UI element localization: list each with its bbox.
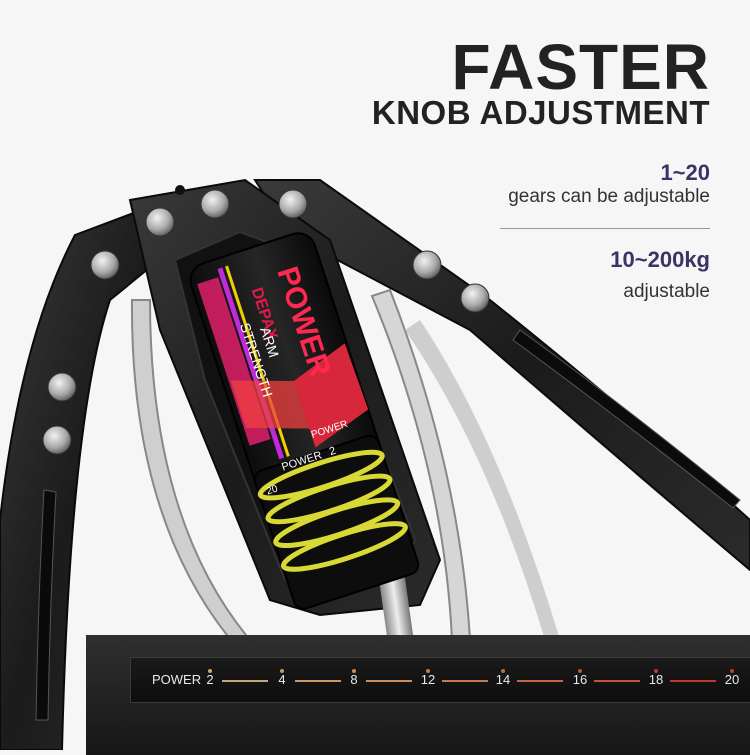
spec-gears-value: 1~20 xyxy=(660,160,710,185)
scale-segment xyxy=(295,680,341,682)
scale-tick-label: 8 xyxy=(350,672,358,687)
spec-gears-desc: gears can be adjustable xyxy=(508,186,710,207)
bolt-icon xyxy=(47,372,77,402)
spec-weight-value: 10~200kg xyxy=(610,247,710,272)
scale-segment xyxy=(517,680,563,682)
power-cylinder: DEPAX POWER ARM STRENGTH POWER POWER 2 2… xyxy=(189,232,420,610)
bolt-icon xyxy=(412,250,442,280)
scale-tick-dot xyxy=(280,669,284,673)
spec-divider xyxy=(500,228,710,229)
scale-segment xyxy=(366,680,412,682)
scale-segment xyxy=(442,680,488,682)
right-arm xyxy=(253,179,750,572)
bolt-icon xyxy=(278,189,308,219)
bolt-icon xyxy=(90,250,120,280)
scale-tick-dot xyxy=(501,669,505,673)
scale-tick-dot xyxy=(654,669,658,673)
headline-knob-adjustment: KNOB ADJUSTMENT xyxy=(371,94,710,131)
scale-tick-dot xyxy=(578,669,582,673)
scale-tick-dot xyxy=(208,669,212,673)
scale-tick-dot xyxy=(426,669,430,673)
scale-segment xyxy=(222,680,268,682)
scale-tick-dot xyxy=(352,669,356,673)
scale-segment xyxy=(670,680,716,682)
scale-tick-label: 18 xyxy=(648,672,664,687)
scale-tick-label: 16 xyxy=(572,672,588,687)
scale-tick-label: 20 xyxy=(724,672,740,687)
scale-tick-label: 12 xyxy=(420,672,436,687)
scale-tick-dot xyxy=(730,669,734,673)
bolt-icon xyxy=(460,283,490,313)
bolts xyxy=(42,185,490,455)
dial-number-low: 20 xyxy=(265,483,279,497)
scale-tick-label: 2 xyxy=(206,672,214,687)
scale-tick-label: 14 xyxy=(495,672,511,687)
dial-number: 2 xyxy=(328,445,338,458)
scale-power-label: POWER xyxy=(152,672,202,687)
spec-weight-desc: adjustable xyxy=(623,281,710,302)
bolt-icon xyxy=(200,189,230,219)
bolt-icon xyxy=(42,425,72,455)
headline-faster: FASTER xyxy=(451,31,710,103)
scale-segment xyxy=(594,680,640,682)
bolt-icon xyxy=(145,207,175,237)
scale-tick-label: 4 xyxy=(278,672,286,687)
